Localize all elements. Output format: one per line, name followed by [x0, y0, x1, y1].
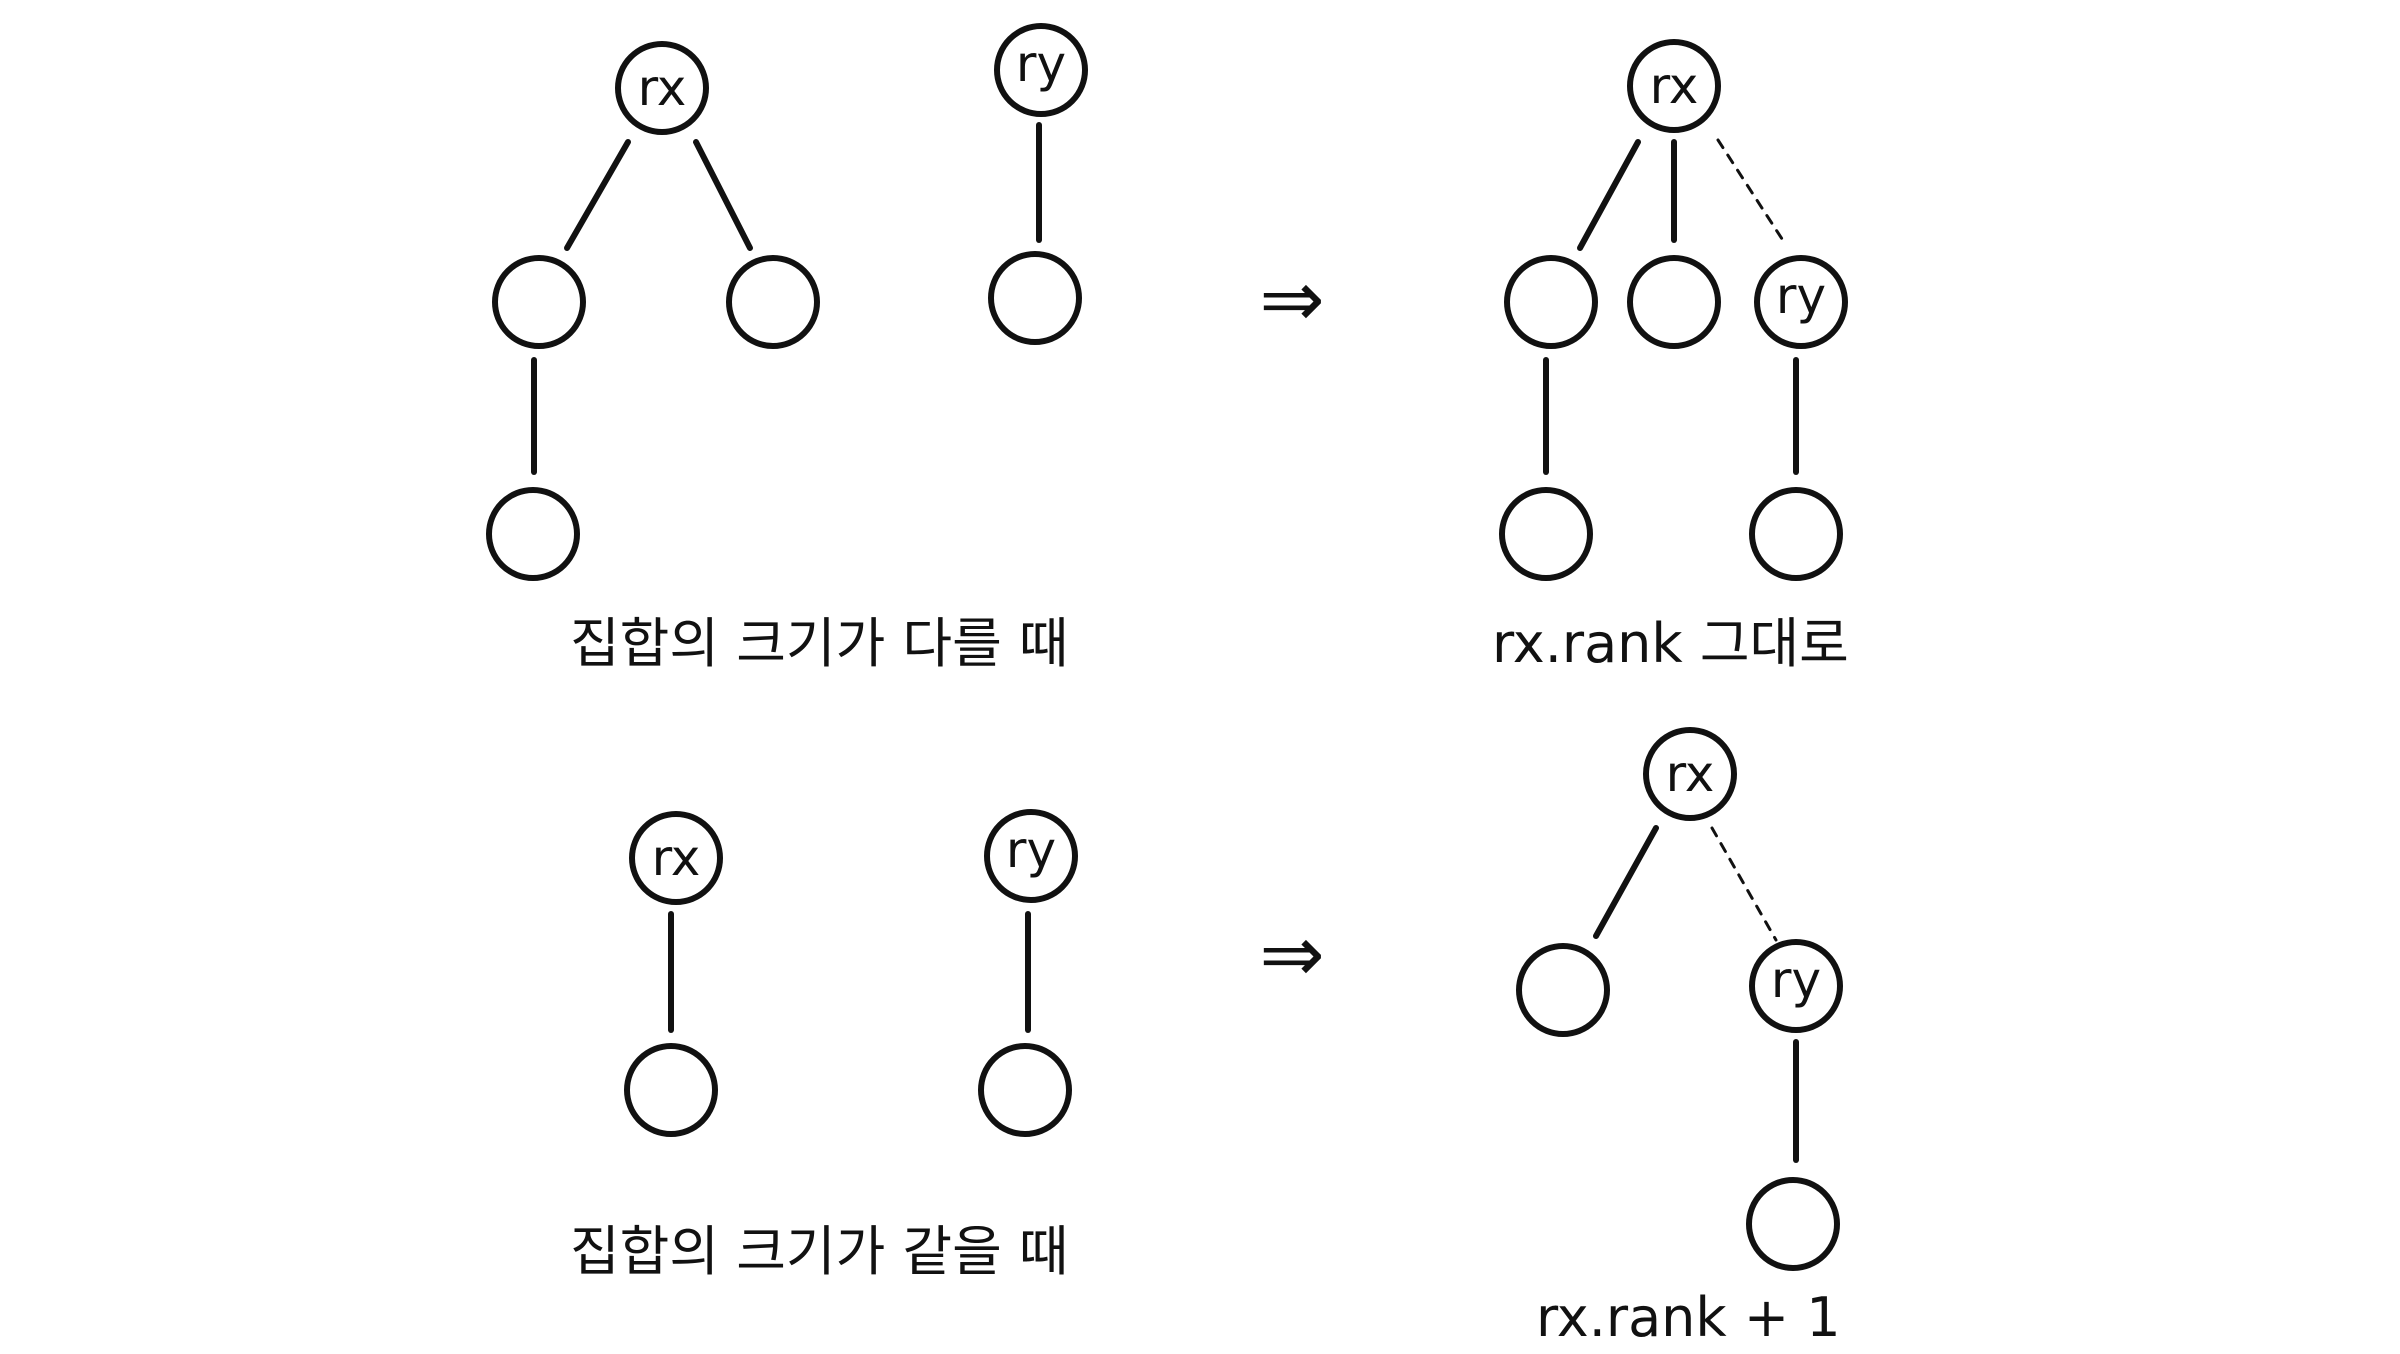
- node-label-ry: ry: [1006, 821, 1056, 879]
- root-node-ry: ry: [984, 809, 1078, 903]
- root-node-rx: rx: [615, 41, 709, 135]
- node-label-ry: ry: [1016, 35, 1066, 93]
- edge: [1593, 825, 1659, 939]
- bottom-right-result-tree: rx ry rx.rank + 1: [1516, 727, 1843, 1349]
- tree-node: [988, 251, 1082, 345]
- tree-node: [1746, 1177, 1840, 1271]
- root-node-rx: rx: [1643, 727, 1737, 821]
- caption-equal-sizes: 집합의 크기가 같을 때: [570, 1220, 1069, 1283]
- root-node-rx: rx: [1627, 39, 1721, 133]
- tree-node: [978, 1043, 1072, 1137]
- arrow-bottom: ⇒: [1259, 910, 1324, 1000]
- node-label-rx: rx: [1666, 745, 1715, 803]
- bottom-left-trees: rx ry 집합의 크기가 같을 때: [570, 809, 1078, 1283]
- tree-node: [1499, 487, 1593, 581]
- tree-node: [624, 1043, 718, 1137]
- top-left-trees: rx ry 집합의 크기가 다를 때: [486, 23, 1088, 675]
- root-node-ry: ry: [994, 23, 1088, 117]
- node-label-rx: rx: [1650, 57, 1699, 115]
- dashed-link-edge: [1716, 138, 1786, 244]
- tree-node: [1749, 487, 1843, 581]
- result-caption-rank-unchanged: rx.rank 그대로: [1492, 612, 1849, 675]
- result-caption-rank-plus-one: rx.rank + 1: [1536, 1286, 1841, 1349]
- arrow-top: ⇒: [1259, 255, 1324, 345]
- tree-node: [1627, 255, 1721, 349]
- dashed-link-edge: [1710, 826, 1778, 942]
- tree-node: [726, 255, 820, 349]
- edge: [693, 139, 753, 251]
- edge: [564, 139, 631, 251]
- child-node-ry: ry: [1754, 255, 1848, 349]
- root-node-rx: rx: [629, 811, 723, 905]
- node-label-ry: ry: [1771, 951, 1821, 1009]
- child-node-ry: ry: [1749, 939, 1843, 1033]
- edge: [1577, 139, 1641, 251]
- node-label-ry: ry: [1776, 267, 1826, 325]
- tree-node: [1504, 255, 1598, 349]
- caption-different-sizes: 집합의 크기가 다를 때: [570, 612, 1069, 675]
- top-right-result-tree: rx ry rx.rank 그대로: [1492, 39, 1849, 675]
- node-label-rx: rx: [652, 829, 701, 887]
- tree-node: [1516, 943, 1610, 1037]
- node-label-rx: rx: [638, 59, 687, 117]
- tree-node: [486, 487, 580, 581]
- tree-node: [492, 255, 586, 349]
